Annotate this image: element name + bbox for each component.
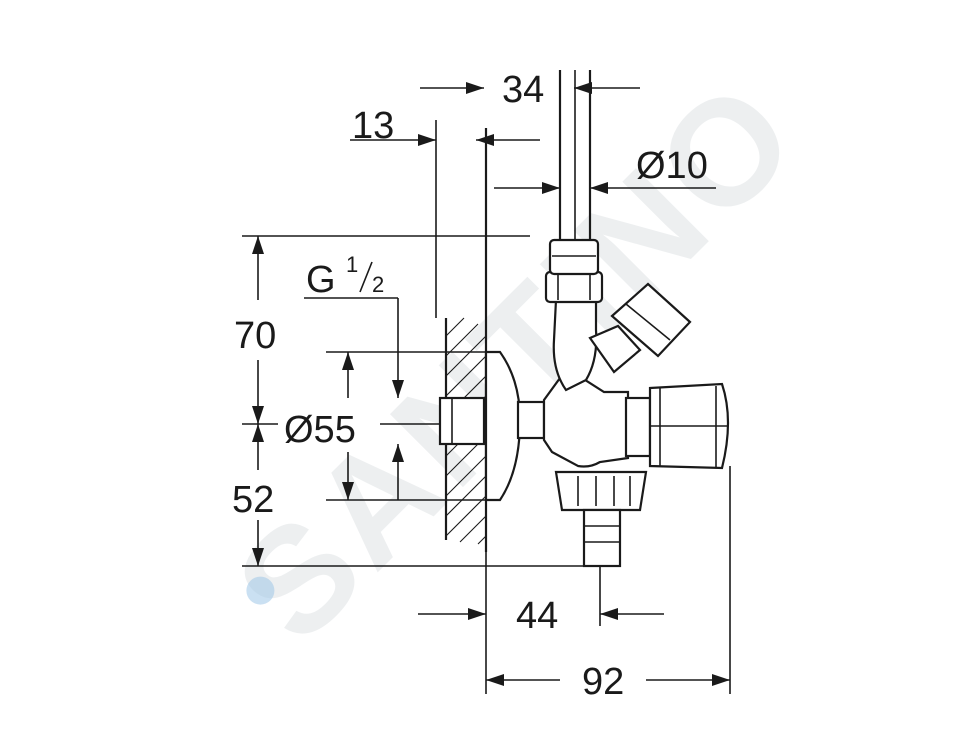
dim-34: 34 xyxy=(502,69,544,111)
bottom-nut xyxy=(554,470,648,512)
diagonal-nut xyxy=(610,282,692,358)
thread-stub xyxy=(438,396,486,446)
dim-thread: G 1 2 xyxy=(306,252,384,301)
top-nut xyxy=(544,270,604,304)
dim-diameter-55: Ø55 xyxy=(284,409,356,451)
dimension-lines xyxy=(242,82,731,694)
thread-numerator: 1 xyxy=(346,252,358,277)
dim-44: 44 xyxy=(516,595,558,637)
valve-neck xyxy=(516,400,546,440)
thread-denominator: 2 xyxy=(372,272,384,297)
thread-letter: G xyxy=(306,259,336,301)
angle-valve xyxy=(438,70,730,568)
diagonal-outlet xyxy=(588,324,642,374)
dim-70: 70 xyxy=(234,315,276,357)
watermark-dot xyxy=(246,576,275,605)
dim-diameter-10: Ø10 xyxy=(636,145,708,187)
dimension-labels: 34 13 Ø10 G 1 2 70 Ø55 52 44 92 xyxy=(232,69,708,703)
dim-52: 52 xyxy=(232,479,274,521)
dim-13: 13 xyxy=(352,105,394,147)
handle-collar xyxy=(624,396,652,458)
dim-92: 92 xyxy=(582,661,624,703)
hose-tail xyxy=(582,508,622,568)
valve-body xyxy=(542,372,630,468)
compression-fitting xyxy=(548,238,600,276)
